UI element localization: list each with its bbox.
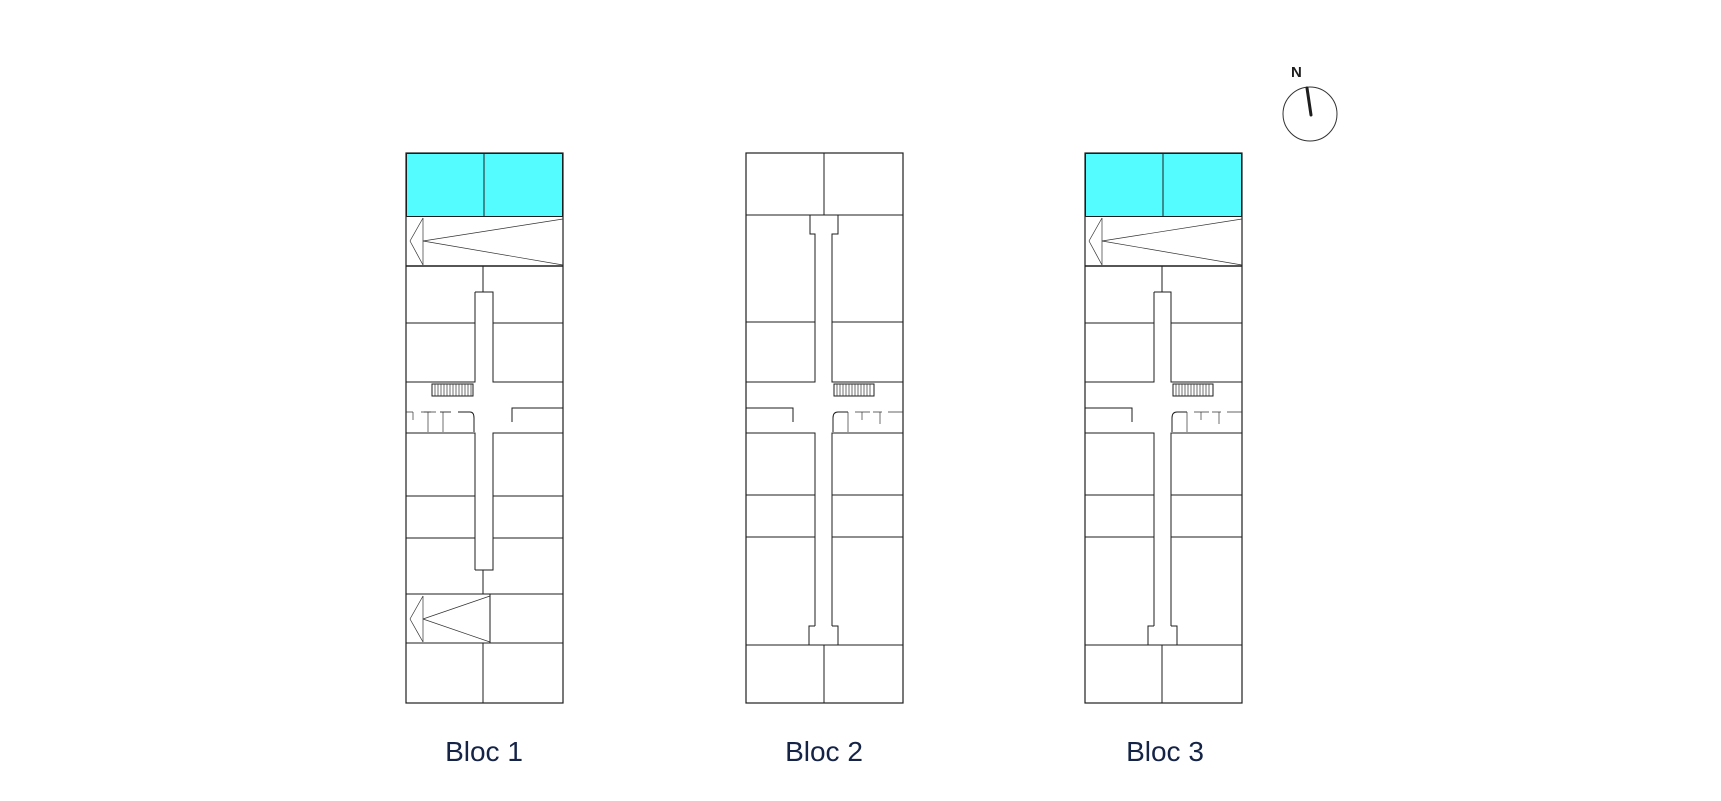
bloc-1-label[interactable]: Bloc 1 bbox=[445, 736, 523, 767]
bloc-1-stair-top bbox=[406, 217, 564, 267]
north-arrow-icon bbox=[1282, 86, 1338, 142]
compass-north-label: N bbox=[1291, 64, 1302, 81]
bloc-1-walls bbox=[406, 266, 563, 703]
bloc-2-label[interactable]: Bloc 2 bbox=[785, 736, 863, 767]
bloc-1-stair-bottom bbox=[409, 594, 491, 643]
bloc-3-highlighted-unit-right[interactable] bbox=[1162, 153, 1242, 217]
bloc-3-corridor-details bbox=[1085, 383, 1242, 432]
bloc-2-corridor-details bbox=[746, 383, 903, 432]
bloc-1-highlighted-unit-left[interactable] bbox=[406, 153, 485, 217]
bloc-1-highlighted-unit-right[interactable] bbox=[483, 153, 563, 217]
bloc-3-highlighted-unit-left[interactable] bbox=[1085, 153, 1164, 217]
bloc-3-label[interactable]: Bloc 3 bbox=[1126, 736, 1204, 767]
bloc-3-walls bbox=[1085, 266, 1242, 703]
bloc-3-stair-top bbox=[1085, 217, 1243, 267]
bloc-3-plan[interactable] bbox=[1084, 152, 1243, 704]
bloc-2-plan[interactable] bbox=[745, 152, 904, 704]
bloc-2-walls bbox=[746, 153, 903, 703]
bloc-1-plan[interactable] bbox=[405, 152, 564, 704]
bloc-1-corridor-details bbox=[406, 383, 563, 432]
